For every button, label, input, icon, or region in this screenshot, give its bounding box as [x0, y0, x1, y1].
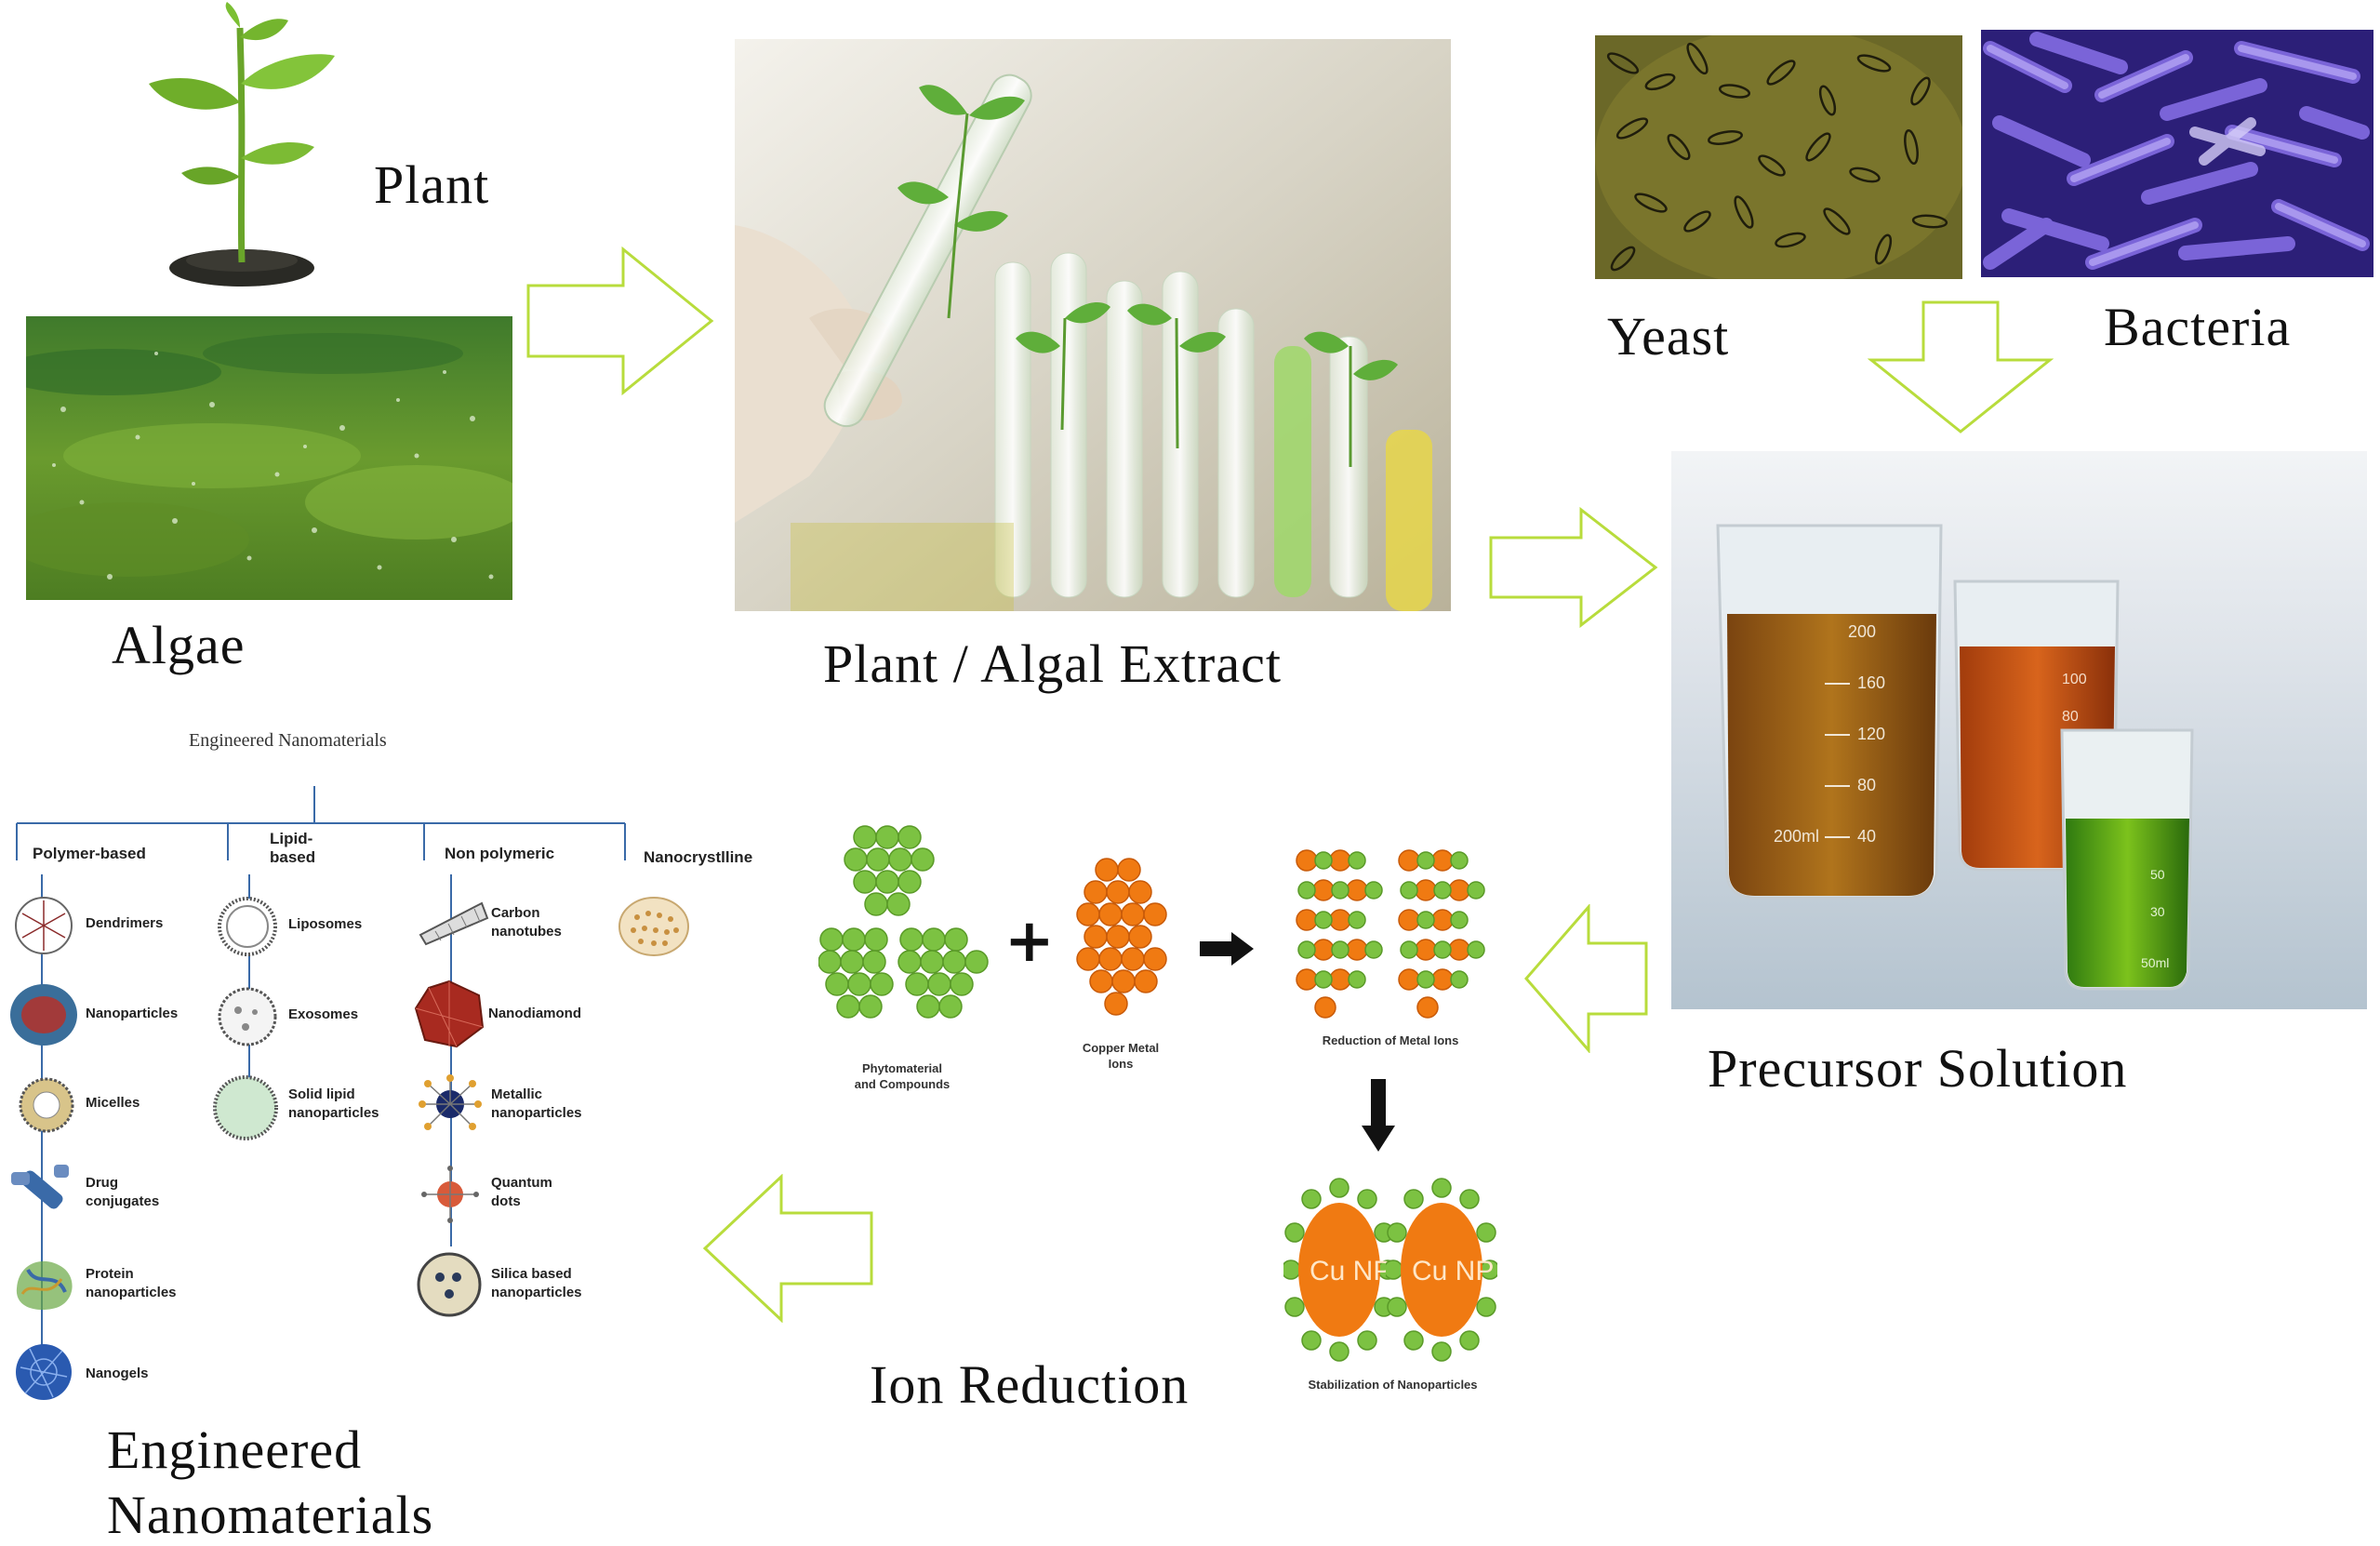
- beaker-mark: 80: [2062, 709, 2079, 725]
- tree-item: Liposomes: [288, 916, 363, 932]
- extract-photo: [735, 39, 1451, 611]
- tree-item: Exosomes: [288, 1006, 359, 1022]
- protein-nanoparticle-icon: [9, 1251, 82, 1313]
- tree-header-nanocrystalline: Nanocrystlline: [644, 848, 753, 866]
- tree-header-polymer: Polymer-based: [33, 845, 146, 862]
- tree-item: Quantum dots: [491, 1175, 552, 1209]
- algae-caption: Algae: [112, 615, 246, 675]
- tree-item: Silica based nanoparticles: [491, 1266, 582, 1300]
- beaker-mark: 80: [1857, 776, 1876, 794]
- nanoparticle-icon: [7, 981, 80, 1048]
- arrow-right-2: [1488, 506, 1660, 629]
- bacteria-photo: [1981, 30, 2373, 277]
- arrow-down-1: [1867, 300, 2054, 434]
- tree-item: Protein nanoparticles: [86, 1266, 177, 1300]
- tree-header-lipid: Lipid-based: [270, 830, 316, 866]
- solid-lipid-icon: [209, 1074, 282, 1141]
- tree-item: Dendrimers: [86, 915, 164, 931]
- tree-lines: [0, 781, 632, 874]
- silica-np-icon: [414, 1251, 485, 1318]
- phyto-label: Phytomaterial and Compounds: [854, 1061, 951, 1091]
- precursor-photo: 160 120 80 40 200 200ml 100 80 50 30 50m…: [1671, 451, 2367, 1009]
- algae-photo: [26, 316, 512, 600]
- tree-item: Nanogels: [86, 1366, 149, 1381]
- arrow-right-1: [525, 246, 716, 396]
- quantum-dot-icon: [417, 1165, 484, 1224]
- beaker-mark: 50ml: [2141, 955, 2169, 970]
- reduction-label: Reduction of Metal Ions: [1322, 1033, 1459, 1047]
- reduction-cluster: [1288, 842, 1488, 1028]
- liposome-icon: [214, 895, 281, 958]
- beaker-mark: 200ml: [1774, 827, 1819, 846]
- beaker-mark: 120: [1857, 725, 1885, 743]
- plant-caption: Plant: [374, 154, 490, 215]
- stabilization-label: Stabilization of Nanoparticles: [1308, 1378, 1478, 1392]
- beaker-mark: 50: [2150, 867, 2165, 882]
- beaker-mark: 30: [2150, 904, 2165, 919]
- cu-nanoparticle-left: [1281, 1177, 1398, 1363]
- tree-item: Nanoparticles: [86, 1006, 179, 1021]
- dendrimer-icon: [11, 895, 76, 956]
- black-arrow-down: [1360, 1079, 1397, 1153]
- tree-item: Metallic nanoparticles: [491, 1086, 582, 1121]
- yeast-photo: [1595, 35, 1962, 279]
- exosome-icon: [214, 984, 281, 1049]
- copper-ions-cluster: [1070, 856, 1172, 1023]
- phytomaterial-cluster: [818, 819, 991, 1042]
- tree-item: Solid lipid nanoparticles: [288, 1086, 379, 1121]
- nanodiamond-icon: [412, 979, 486, 1049]
- arrow-left-1: [1523, 902, 1649, 1055]
- engineered-caption-2: Nanomaterials: [107, 1485, 434, 1545]
- tree-column-lines: [0, 874, 651, 1395]
- plant-image: [130, 0, 353, 288]
- nanogel-icon: [11, 1339, 76, 1405]
- plus-sign: +: [1004, 907, 1055, 976]
- tree-header-nonpolymeric: Non polymeric: [445, 845, 555, 862]
- precursor-caption: Precursor Solution: [1708, 1038, 2128, 1099]
- engineered-caption-1: Engineered: [107, 1419, 363, 1480]
- beaker-mark: 160: [1857, 673, 1885, 692]
- tree-item: Drug conjugates: [86, 1175, 160, 1209]
- black-arrow-right: [1200, 930, 1256, 967]
- beaker-mark: 200: [1848, 622, 1876, 641]
- beaker-mark: 100: [2062, 672, 2087, 687]
- bacteria-caption: Bacteria: [2104, 297, 2292, 357]
- yeast-caption: Yeast: [1607, 306, 1730, 367]
- nanocrystal-icon: [617, 895, 691, 958]
- arrow-left-2: [702, 1173, 874, 1324]
- tree-item: Nanodiamond: [488, 1006, 581, 1021]
- beaker-mark: 40: [1857, 827, 1876, 846]
- micelle-icon: [19, 1074, 74, 1136]
- metallic-np-icon: [417, 1074, 484, 1134]
- cu-np-label-right: Cu NP: [1412, 1256, 1495, 1286]
- tree-item: Carbon nanotubes: [491, 905, 562, 940]
- tree-title: Engineered Nanomaterials: [189, 730, 387, 751]
- copper-label: Copper Metal Ions: [1082, 1041, 1160, 1071]
- drug-conjugate-icon: [9, 1163, 76, 1222]
- cu-np-label-left: Cu NP: [1310, 1256, 1392, 1286]
- extract-caption: Plant / Algal Extract: [823, 633, 1282, 694]
- carbon-nanotube-icon: [417, 898, 491, 946]
- ion-reduction-caption: Ion Reduction: [870, 1354, 1190, 1415]
- tree-item: Micelles: [86, 1095, 140, 1111]
- cu-nanoparticle-right: [1383, 1177, 1500, 1363]
